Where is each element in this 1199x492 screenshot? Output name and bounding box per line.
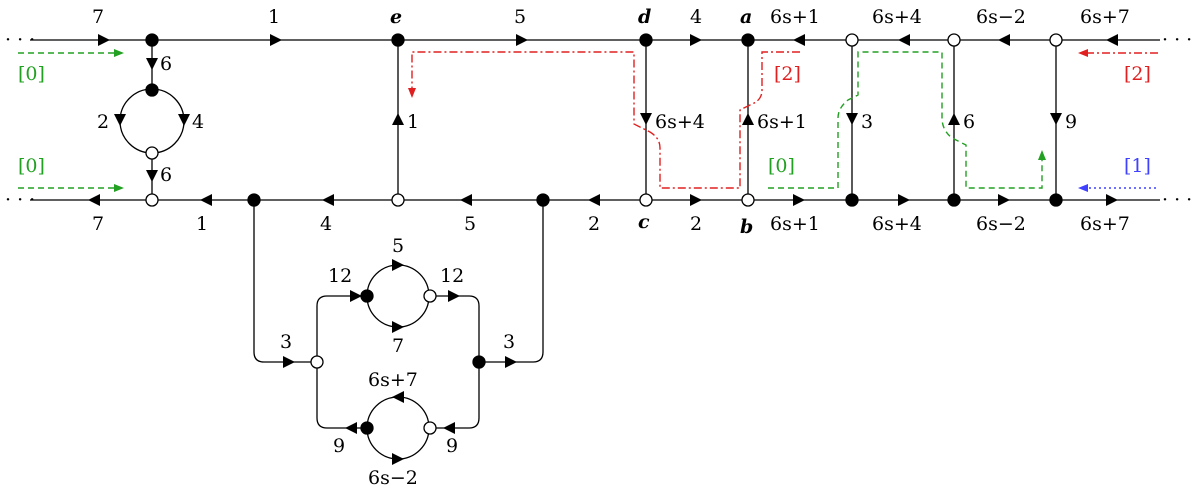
node-loop-top [145, 83, 159, 97]
bottom-line-arrows [88, 194, 1118, 206]
edge-label: 6s+7 [368, 369, 418, 391]
tag-blue-right: [1] [1124, 155, 1151, 177]
edge-label: 4 [192, 111, 204, 133]
tag-red-mid: [2] [774, 63, 801, 85]
sub-left-branch [253, 200, 317, 363]
edge-label: 6s+1 [770, 213, 820, 235]
node-label-b: b [740, 216, 753, 238]
edge-label: 6s+7 [1080, 213, 1130, 235]
edge-label: 7 [92, 213, 104, 235]
edge-label: 6s+4 [872, 213, 922, 235]
node-loop-bottom [145, 146, 159, 160]
sub-lower-loop [366, 396, 430, 460]
edge-label: 2 [588, 213, 600, 235]
edge-label: 1 [196, 213, 208, 235]
node-top-h2 [947, 33, 961, 47]
tag-red-right: [2] [1124, 63, 1151, 85]
edge-label: 6 [963, 111, 975, 133]
node-c [639, 193, 653, 207]
node-top-left [145, 33, 159, 47]
node-label-c: c [638, 211, 650, 233]
node-d [639, 33, 653, 47]
edge-label: 1 [268, 6, 280, 28]
edge-label: 9 [333, 435, 345, 457]
edge-label: 7 [392, 335, 404, 357]
node-sub-lr [423, 421, 437, 435]
edge-label: 6s+4 [655, 111, 705, 133]
edge-label: 6s−2 [368, 467, 418, 489]
top-line-arrows [98, 34, 1118, 46]
node-label-e: e [390, 6, 402, 28]
edge-label: 3 [503, 331, 515, 353]
node-bottom-left [145, 193, 159, 207]
left-loop [119, 88, 185, 154]
tag-green-mid: [0] [768, 155, 795, 177]
node-bottom-b1 [247, 193, 261, 207]
edge-label: 6s−2 [976, 213, 1026, 235]
red-paths [411, 51, 1158, 189]
edge-label: 2 [97, 111, 109, 133]
edge-label: 6s+7 [1080, 6, 1130, 28]
edge-label: 3 [861, 111, 873, 133]
edge-label: 6s+1 [770, 6, 820, 28]
edge-label: 6 [160, 53, 172, 75]
node-bottom-b2 [536, 193, 550, 207]
edge-label: 5 [514, 6, 526, 28]
edge-label: 4 [690, 6, 702, 28]
edge-label: 2 [690, 213, 702, 235]
sub-right-branch [479, 200, 544, 363]
node-sub-ur [423, 289, 437, 303]
tag-green-left-top: [0] [18, 63, 45, 85]
ellipsis-bottom-right: · · · [1162, 189, 1192, 211]
tag-green-left-bottom: [0] [18, 155, 45, 177]
sub-upper-path [316, 295, 480, 362]
node-bottom-f3 [1049, 193, 1063, 207]
node-bottom-f1 [845, 193, 859, 207]
edge-label: 6s−2 [976, 6, 1026, 28]
node-b [741, 193, 755, 207]
node-label-d: d [638, 6, 651, 28]
node-top-h1 [845, 33, 859, 47]
edge-label: 12 [328, 265, 352, 287]
edge-label: 5 [464, 213, 476, 235]
edge-label: 4 [320, 213, 332, 235]
edge-label: 7 [92, 6, 104, 28]
node-a [741, 33, 755, 47]
edge-label: 1 [407, 111, 419, 133]
node-sub-ll [360, 421, 374, 435]
sub-upper-loop [366, 264, 430, 328]
edge-label: 6s+1 [757, 111, 807, 133]
nodes [145, 33, 1063, 435]
node-e [391, 33, 405, 47]
edge-label: 9 [446, 435, 458, 457]
edge-label: 6s+4 [872, 6, 922, 28]
node-sub-ul [360, 289, 374, 303]
edge-label: 9 [1065, 111, 1077, 133]
sub-lower-path [316, 362, 480, 429]
ellipsis-top-left: · · · [5, 29, 35, 51]
node-bottom-f2 [947, 193, 961, 207]
node-sub-right [472, 355, 486, 369]
edge-label: 12 [440, 265, 464, 287]
node-top-h3 [1049, 33, 1063, 47]
ellipsis-bottom-left: · · · [5, 189, 35, 211]
edge-label: 5 [392, 235, 404, 257]
node-bottom-e [391, 193, 405, 207]
ellipsis-top-right: · · · [1162, 29, 1192, 51]
edge-label: 3 [280, 331, 292, 353]
node-label-a: a [740, 6, 752, 28]
edge-label: 6 [160, 164, 172, 186]
node-sub-left [310, 355, 324, 369]
green-paths [18, 51, 1043, 189]
